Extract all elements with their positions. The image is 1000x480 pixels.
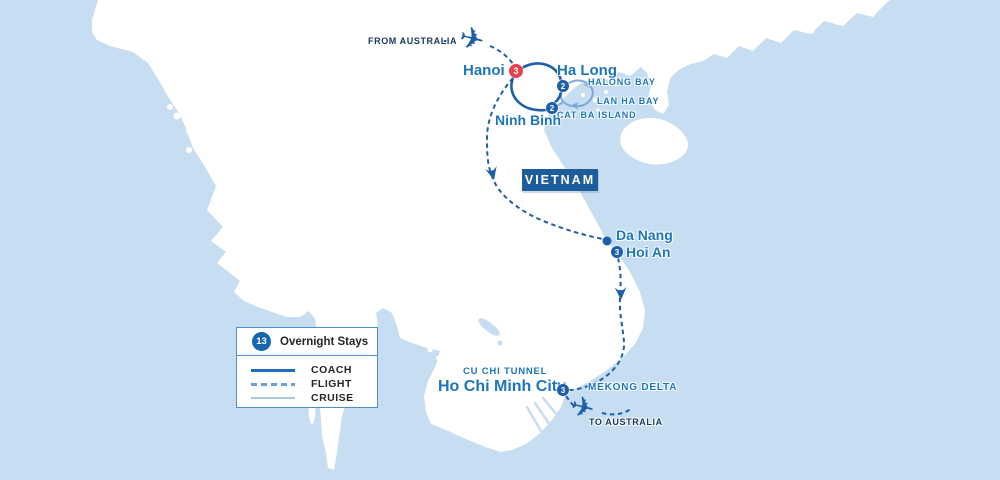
nights-badge-hanoi: 3 [509,64,523,78]
nights-badge-ho-chi-minh-city: 3 [557,384,569,396]
legend: 13 Overnight Stays COACH FLIGHT CRUISE [236,327,378,408]
vietnam-country-tag: VIETNAM [522,169,598,191]
label-ha-long: Ha Long [557,62,617,79]
label-to-australia: TO AUSTRALIA [589,417,663,427]
china-coast-islets [763,18,840,34]
label-mekong-delta: MEKONG DELTA [588,382,678,393]
legend-row-coach: COACH [251,363,377,377]
legend-title: Overnight Stays [280,335,369,348]
mekong-river-streaks [525,396,565,433]
cruise-arrow-icon [571,102,580,110]
route-coach-ninhbinh-hanoi [510,76,548,112]
legend-rows: COACH FLIGHT CRUISE [237,356,377,405]
coastal-islets-west [167,104,207,160]
halong-bay-islets [581,90,617,112]
route-flight-arrival-2 [489,45,514,65]
nights-badge-hoi-an: 3 [611,246,623,258]
hainan-island [620,117,688,165]
legend-label-cruise: CRUISE [311,392,354,404]
cruise-line-swatch [251,397,295,399]
nights-badge-ninh-binh: 2 [546,102,558,114]
label-from-australia: FROM AUSTRALIA [368,36,458,46]
label-ho-chi-minh-city: Ho Chi Minh City [438,378,566,395]
gulf-islets [427,347,440,360]
route-flight-departure-2 [601,407,633,416]
legend-label-coach: COACH [311,364,352,376]
label-halong-bay: HALONG BAY [588,77,656,87]
route-flight-hoian-hcmc [568,257,626,391]
legend-label-flight: FLIGHT [311,378,352,390]
tonle-sap-lake [478,318,503,346]
route-coach-hanoi-halong [520,62,563,82]
label-hoi-an: Hoi An [626,244,671,260]
legend-header: 13 Overnight Stays [237,328,377,356]
label-cat-ba-island: CAT BA ISLAND [557,110,637,120]
coach-line-swatch [251,368,295,372]
cruise-arrow-icon [582,79,591,88]
legend-row-flight: FLIGHT [251,377,377,391]
label-hanoi: Hanoi [463,62,505,79]
flight-line-swatch [251,382,295,386]
label-lan-ha-bay: LAN HA BAY [597,96,660,106]
label-da-nang: Da Nang [616,227,673,243]
flight-arrow-icon [485,165,497,180]
overnight-stays-count-badge: 13 [252,332,271,351]
flight-arrow-icon [614,286,627,300]
label-ninh-binh: Ninh Binh [495,112,562,128]
mainland [92,0,890,470]
da-nang-dot [602,236,612,246]
route-flight-departure-1 [565,395,575,407]
label-cu-chi-tunnel: CU CHI TUNNEL [463,366,548,377]
legend-row-cruise: CRUISE [251,391,377,405]
nights-badge-ha-long: 2 [557,80,569,92]
